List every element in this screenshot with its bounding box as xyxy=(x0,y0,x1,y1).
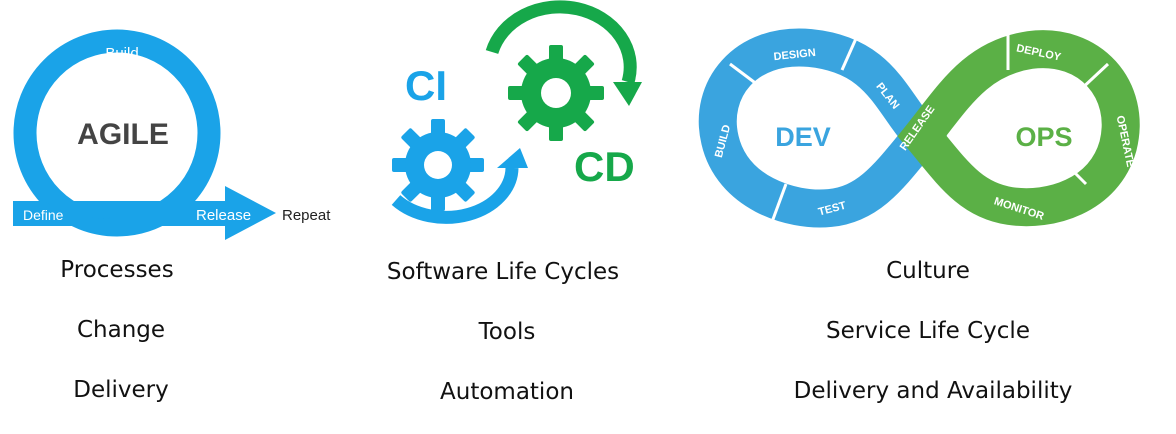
devops-caption-culture: Culture xyxy=(886,258,970,284)
agile-center-label: AGILE xyxy=(77,118,169,151)
dev-loop xyxy=(698,28,947,228)
green-gear-icon xyxy=(508,45,604,141)
ci-label: CI xyxy=(405,62,447,109)
devops-dev-label: DEV xyxy=(775,122,831,152)
cicd-caption-tools: Tools xyxy=(478,319,536,345)
devops-ops-label: OPS xyxy=(1015,122,1072,152)
agile-caption-change: Change xyxy=(76,317,166,343)
segment-dividers xyxy=(729,30,1110,223)
cd-label: CD xyxy=(574,143,635,190)
agile-cycle-diagram: AGILE Build Define Release Repeat xyxy=(13,29,331,240)
blue-gear-icon xyxy=(392,119,484,211)
agile-caption-processes: Processes xyxy=(60,257,174,283)
devops-design-label: DESIGN xyxy=(773,47,816,63)
agile-release-arrow xyxy=(13,186,276,240)
cicd-diagram: CI CD xyxy=(391,0,642,224)
agile-build-label: Build xyxy=(105,45,138,62)
blue-arrowhead-icon xyxy=(497,148,528,168)
agile-caption-delivery: Delivery xyxy=(73,377,169,403)
agile-release-label: Release xyxy=(196,207,251,224)
cicd-caption-automation: Automation xyxy=(440,379,574,405)
agile-repeat-label: Repeat xyxy=(282,207,331,224)
ops-loop xyxy=(897,30,1140,227)
blue-cycle-arrow xyxy=(391,167,519,224)
cicd-caption-software-life-cycles: Software Life Cycles xyxy=(386,259,620,285)
agile-panel: AGILE Build Define Release Repeat xyxy=(0,0,350,250)
agile-define-label: Define xyxy=(23,207,64,223)
green-cycle-arrow xyxy=(485,0,637,84)
agile-tail xyxy=(35,185,111,219)
green-arrowhead-icon xyxy=(613,82,642,106)
devops-caption-delivery-availability: Delivery and Availability xyxy=(793,378,1073,404)
devops-caption-service-life-cycle: Service Life Cycle xyxy=(826,318,1030,344)
devops-infinity-diagram: DEV OPS DESIGN PLAN BUILD TEST RELEASE D… xyxy=(698,28,1140,228)
devops-panel: DEV OPS DESIGN PLAN BUILD TEST RELEASE D… xyxy=(690,0,1176,250)
cicd-panel: CI CD xyxy=(370,0,670,250)
